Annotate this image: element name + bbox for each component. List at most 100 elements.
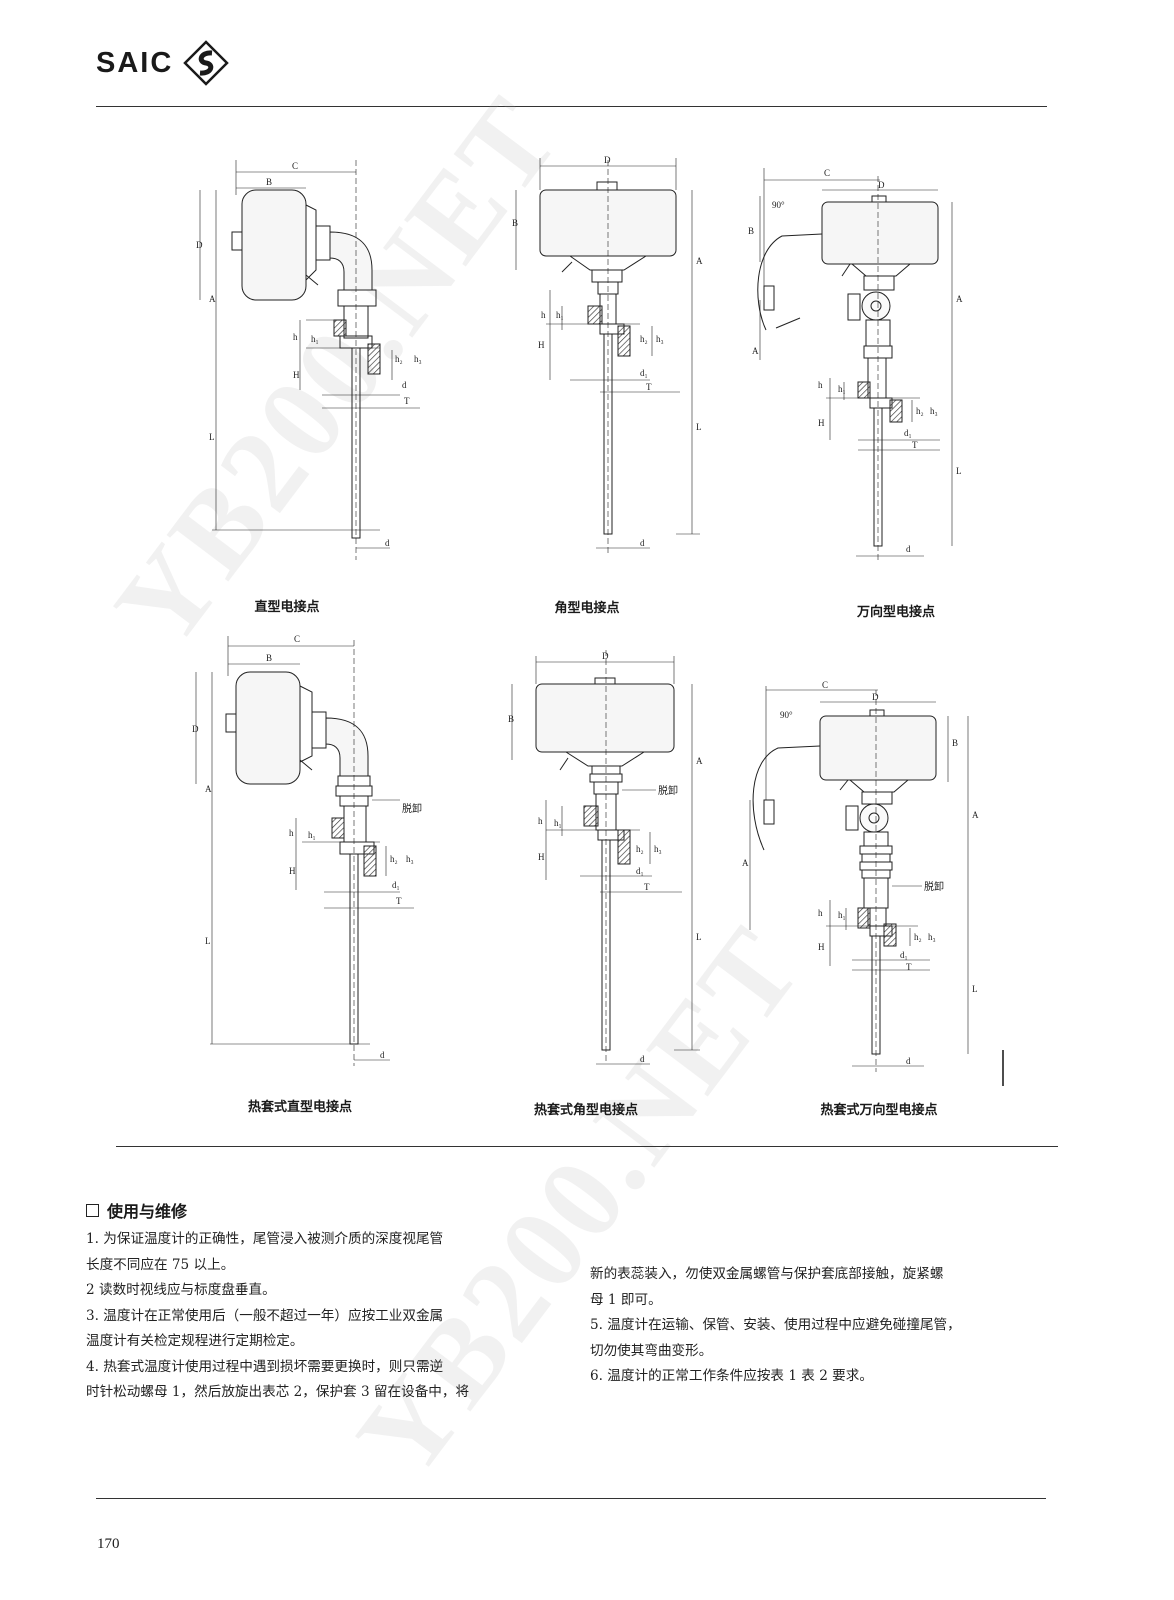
dim-label-L: L [205, 936, 211, 946]
dim-label-B: B [512, 218, 518, 228]
dim-label-h1: h₁ [311, 334, 319, 344]
remove-label: 脱卸 [924, 880, 944, 893]
dim-label-C: C [824, 168, 830, 178]
dim-label-H: H [538, 852, 545, 862]
text-line: 1. 为保证温度计的正确性，尾管浸入被测介质的深度视尾管 [86, 1231, 444, 1247]
dim-label-D: D [192, 724, 199, 734]
dim-label-T: T [906, 962, 912, 972]
dim-label-h3: h₃ [930, 406, 938, 416]
dim-label-d1: d₁ [900, 950, 908, 960]
dim-label-h: h [538, 816, 543, 826]
dim-label-A: A [696, 256, 703, 266]
dim-label-h1: h₁ [838, 910, 846, 920]
dim-label-h1: h₁ [308, 830, 316, 840]
dim-label-L: L [972, 984, 978, 994]
dim-label-angle: 90° [772, 200, 785, 210]
page-number: 170 [97, 1536, 120, 1552]
dim-label-C: C [822, 680, 828, 690]
dim-label-d: d [402, 380, 407, 390]
dim-label-d1: d₁ [640, 368, 648, 378]
drawing-sleeve-angle-type: D B A L 脱卸 h h₁ H h₂ h₃ d₁ T d [508, 650, 703, 1065]
text-line: 新的表蕊装入，勿使双金属螺管与保护套底部接触，旋紧螺 [590, 1266, 944, 1282]
dim-label-h3: h₃ [656, 334, 664, 344]
dim-label-B: B [952, 738, 958, 748]
dim-label-A: A [972, 810, 979, 820]
drawing-straight-type: C B D A L h h₁ H h₂ h₃ d T d [196, 160, 422, 560]
dim-label-B: B [266, 653, 272, 663]
text-line: 母 1 即可。 [590, 1291, 662, 1308]
dim-label-H: H [538, 340, 545, 350]
remove-label: 脱卸 [402, 802, 422, 815]
section-title: 使用与维修 [86, 1198, 187, 1222]
dim-label-D: D [196, 240, 203, 250]
dim-label-d1: d₁ [636, 866, 644, 876]
dim-label-T: T [646, 382, 652, 392]
dim-label-T: T [912, 440, 918, 450]
dim-label-d1: d₁ [904, 428, 912, 438]
dim-label-T: T [644, 882, 650, 892]
dim-label-A: A [752, 346, 759, 356]
dim-label-h2: h₂ [395, 354, 403, 364]
text-line: 3. 温度计在正常使用后（一般不超过一年）应按工业双金属 [86, 1307, 444, 1324]
saic-logo: SAIC [96, 40, 230, 86]
dim-label-D: D [602, 651, 609, 661]
figure-caption: 角型电接点 [554, 601, 620, 616]
left-column-text: 1. 为保证温度计的正确性，尾管浸入被测介质的深度视尾管 长度不同应在 75 以… [86, 1227, 566, 1406]
figure-caption: 直型电接点 [254, 600, 320, 615]
dim-label-h3: h₃ [406, 854, 414, 864]
drawing-universal-type: C D 90° B A A L h h₁ H h₂ h₃ d₁ T d [748, 168, 963, 560]
dim-label-d: d [380, 1050, 385, 1060]
text-line: 6. 温度计的正常工作条件应按表 1 表 2 要求。 [590, 1368, 873, 1384]
text-line: 长度不同应在 75 以上。 [86, 1256, 235, 1273]
dim-label-L: L [696, 932, 702, 942]
dim-label-D: D [872, 692, 879, 702]
dim-label-h: h [293, 332, 298, 342]
dim-label-h1: h₁ [556, 310, 564, 320]
figure-caption: 万向型电接点 [856, 605, 936, 620]
dim-label-h2: h₂ [640, 334, 648, 344]
dim-label-T: T [404, 396, 410, 406]
header-rule [96, 106, 1047, 107]
text-line: 时针松动螺母 1，然后放旋出表芯 2，保护套 3 留在设备中，将 [86, 1384, 470, 1400]
footer-rule [96, 1498, 1046, 1499]
section-title-text: 使用与维修 [107, 1202, 188, 1221]
text-line: 4. 热套式温度计使用过程中遇到损坏需要更换时，则只需逆 [86, 1358, 444, 1375]
dim-label-H: H [293, 370, 300, 380]
dim-label-A: A [205, 784, 212, 794]
dim-label-angle: 90° [780, 710, 793, 720]
dim-label-d: d [906, 544, 911, 554]
remove-label: 脱卸 [658, 784, 678, 797]
text-line: 切勿使其弯曲变形。 [590, 1342, 713, 1359]
dim-label-D: D [878, 180, 885, 190]
saic-emblem-icon [183, 40, 230, 86]
dim-label-B: B [508, 714, 514, 724]
section-rule [116, 1146, 1058, 1147]
dim-label-A: A [696, 756, 703, 766]
drawing-sleeve-straight-type: C B D A L 脱卸 h h₁ H h₂ h₃ d₁ T d [192, 634, 422, 1066]
text-line: 2 读数时视线应与标度盘垂直。 [86, 1282, 276, 1298]
dim-label-h2: h₂ [916, 406, 924, 416]
dim-label-h1: h₁ [838, 384, 846, 394]
dim-label-H: H [289, 866, 296, 876]
dim-label-L: L [696, 422, 702, 432]
logo-text: SAIC [96, 46, 174, 79]
dim-label-d: d [385, 538, 390, 548]
dim-label-h: h [541, 310, 546, 320]
dim-label-h2: h₂ [914, 932, 922, 942]
text-line: 5. 温度计在运输、保管、安装、使用过程中应避免碰撞尾管， [590, 1317, 961, 1333]
dim-label-d: d [640, 538, 645, 548]
technical-drawings: C B D A L h h₁ H h₂ h₃ d T d [192, 155, 1004, 1086]
dim-label-H: H [818, 942, 825, 952]
dim-label-L: L [956, 466, 962, 476]
dim-label-A: A [209, 294, 216, 304]
dim-label-d: d [906, 1056, 911, 1066]
text-line: 温度计有关检定规程进行定期检定。 [86, 1333, 304, 1349]
dim-label-D: D [604, 155, 611, 165]
dim-label-h2: h₂ [636, 844, 644, 854]
right-column-text: 新的表蕊装入，勿使双金属螺管与保护套底部接触，旋紧螺 母 1 即可。 5. 温度… [590, 1262, 1070, 1390]
dim-label-h: h [818, 380, 823, 390]
dim-label-d: d [640, 1054, 645, 1064]
figure-caption: 热套式角型电接点 [533, 1103, 639, 1118]
dim-label-A: A [956, 294, 963, 304]
drawing-angle-type: D B A L h h₁ H h₂ h₃ d₁ T d [512, 155, 703, 556]
